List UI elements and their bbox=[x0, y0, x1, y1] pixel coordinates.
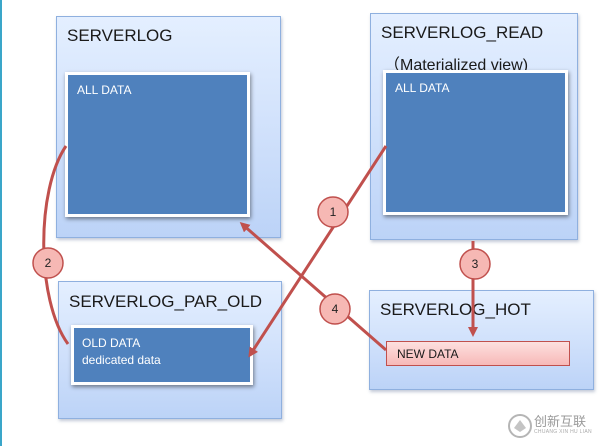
old-data-label: OLD DATA bbox=[82, 336, 141, 350]
step-label-2: 2 bbox=[45, 256, 52, 270]
dedicated-data-label: dedicated data bbox=[82, 353, 161, 367]
serverlog-par-old-title: SERVERLOG_PAR_OLD bbox=[69, 292, 263, 311]
new-data-label: NEW DATA bbox=[397, 347, 459, 361]
watermark-text: 创新互联 bbox=[534, 415, 587, 430]
watermark-subtext: CHUANG XIN HU LIAN bbox=[534, 429, 592, 435]
watermark-logo-icon bbox=[508, 414, 532, 438]
new-data-box: NEW DATA bbox=[386, 341, 570, 366]
step-label-4: 4 bbox=[332, 302, 339, 316]
serverlog-hot-panel: SERVERLOG_HOT NEW DATA bbox=[369, 290, 594, 390]
step-marker-2: 2 bbox=[32, 247, 64, 279]
step-label-1: 1 bbox=[330, 205, 337, 219]
left-edge-bar bbox=[0, 0, 2, 446]
arrow-step-4 bbox=[239, 222, 387, 352]
serverlog-read-panel: SERVERLOG_READ （Materialized view) ALL D… bbox=[370, 13, 578, 240]
serverlog-read-all-data-label: ALL DATA bbox=[395, 81, 450, 95]
serverlog-par-old-panel: SERVERLOG_PAR_OLD OLD DATA dedicated dat… bbox=[58, 281, 282, 419]
step-marker-4: 4 bbox=[319, 293, 351, 325]
serverlog-panel: SERVERLOG ALL DATA bbox=[56, 16, 281, 238]
serverlog-all-data-label: ALL DATA bbox=[77, 83, 132, 97]
watermark: 创新互联 CHUANG XIN HU LIAN bbox=[506, 408, 604, 444]
serverlog-read-title: SERVERLOG_READ bbox=[381, 23, 544, 42]
step-marker-1: 1 bbox=[317, 196, 349, 228]
serverlog-title: SERVERLOG bbox=[67, 26, 173, 45]
step-marker-3: 3 bbox=[459, 248, 491, 280]
serverlog-read-all-data-box: ALL DATA bbox=[383, 70, 568, 215]
serverlog-hot-title: SERVERLOG_HOT bbox=[380, 300, 531, 319]
serverlog-par-old-data-box: OLD DATA dedicated data bbox=[71, 325, 253, 385]
connector-step-2 bbox=[42, 145, 70, 345]
arrow-step-1 bbox=[248, 145, 388, 358]
serverlog-read-subtitle: （Materialized view) bbox=[384, 57, 529, 74]
serverlog-all-data-box: ALL DATA bbox=[65, 72, 250, 217]
step-label-3: 3 bbox=[472, 257, 479, 271]
